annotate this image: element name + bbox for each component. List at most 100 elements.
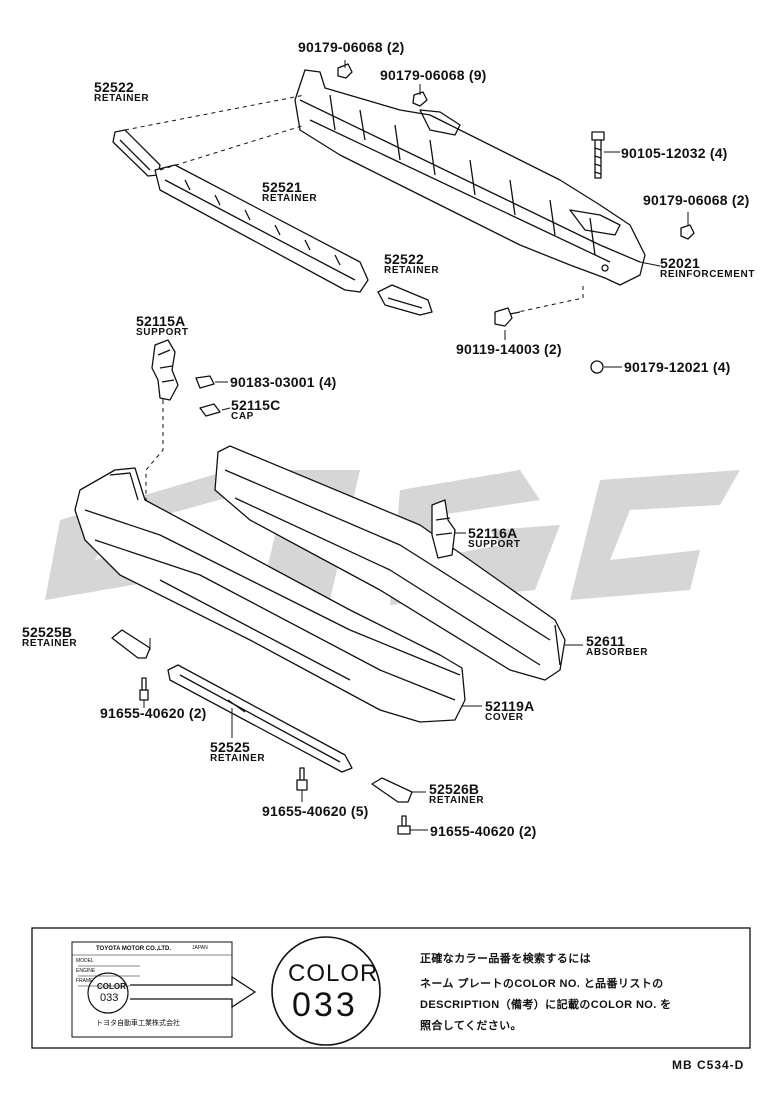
part-label-90183-03001: 90183-03001 (4) (230, 375, 337, 389)
part-number: 52521 (262, 179, 302, 195)
part-qty: (4) (318, 374, 337, 390)
part-qty: (2) (518, 823, 537, 839)
bolt-91655-40620-a-drawing (139, 677, 149, 701)
note-line-1: 正確なカラー品番を検索するには (420, 953, 591, 965)
big-color-value: 033 (292, 986, 358, 1024)
part-label-90179-06068-b: 90179-06068 (9) (380, 68, 487, 82)
clip-90183-03001-drawing (195, 375, 215, 389)
part-name: SUPPORT (136, 327, 189, 338)
bolt-91655-40620-b-drawing (296, 767, 308, 791)
cover-52119a-drawing (74, 467, 466, 723)
color-info-box (31, 927, 751, 1049)
part-label-52522-left: 52522 RETAINER (94, 80, 149, 104)
part-qty: (2) (188, 705, 207, 721)
note-line-4: 照合してください。 (420, 1020, 522, 1032)
part-label-52526b: 52526B RETAINER (429, 782, 484, 806)
plate-maker-jp: トヨタ自動車工業株式会社 (96, 1020, 180, 1027)
part-label-52115c: 52115C CAP (231, 398, 280, 422)
part-number: 90179-06068 (643, 192, 728, 208)
part-number: 52115A (136, 313, 186, 329)
retainer-52521-drawing (154, 164, 369, 293)
part-name: RETAINER (94, 93, 150, 104)
part-number: 90183-03001 (230, 374, 315, 390)
part-label-52525b: 52525B RETAINER (22, 625, 77, 649)
plate-row-engine: ENGINE (76, 968, 96, 974)
retainer-52525-drawing (167, 664, 353, 773)
part-label-52611: 52611 ABSORBER (586, 634, 648, 658)
part-number: 90105-12032 (621, 145, 706, 161)
part-label-90119-14003: 90119-14003 (2) (456, 342, 562, 356)
note-line-2: ネーム プレートのCOLOR NO. と品番リストの (420, 978, 664, 990)
part-label-52115a: 52115A SUPPORT (136, 314, 189, 338)
part-number: 52611 (586, 633, 626, 649)
plate-company: TOYOTA MOTOR CO.,LTD. (96, 946, 171, 952)
part-name: RETAINER (262, 193, 318, 204)
bolt-90119-14003-drawing (494, 307, 521, 327)
retainer-52525b-drawing (111, 629, 151, 659)
part-qty: (2) (731, 192, 750, 208)
big-color-label: COLOR (288, 960, 379, 987)
nut-90179-06068-a-drawing (337, 63, 353, 79)
part-name: RETAINER (429, 795, 485, 806)
retainer-52522-right-drawing (377, 284, 433, 316)
part-number: 90119-14003 (456, 341, 540, 357)
absorber-52611-drawing (214, 445, 566, 681)
support-52116a-drawing (431, 499, 456, 559)
part-number: 52526B (429, 781, 480, 797)
part-number: 91655-40620 (100, 705, 185, 721)
note-line-3: DESCRIPTION（備考）に記載のCOLOR NO. を (420, 999, 672, 1011)
part-number: 91655-40620 (430, 823, 515, 839)
part-label-52116a: 52116A SUPPORT (468, 526, 521, 550)
part-qty: (4) (709, 145, 728, 161)
part-label-91655-40620-b: 91655-40620 (5) (262, 804, 369, 818)
part-number: 52522 (94, 79, 134, 95)
nut-90179-06068-c-drawing (680, 224, 695, 240)
part-name: COVER (485, 712, 524, 723)
support-52115a-drawing (151, 339, 179, 401)
part-qty: (5) (350, 803, 369, 819)
part-name: RETAINER (384, 265, 440, 276)
part-number: 52119A (485, 698, 535, 714)
part-label-91655-40620-c: 91655-40620 (2) (430, 824, 537, 838)
part-number: 90179-12021 (624, 359, 709, 375)
bolt-90105-12032-drawing (591, 131, 605, 179)
cap-52115c-drawing (199, 403, 221, 417)
part-label-90179-06068-c: 90179-06068 (2) (643, 193, 750, 207)
plate-country: JAPAN (192, 945, 208, 951)
part-number: 52116A (468, 525, 518, 541)
part-label-52525: 52525 RETAINER (210, 740, 265, 764)
part-qty: (2) (386, 39, 405, 55)
part-label-90105-12032: 90105-12032 (4) (621, 146, 728, 160)
part-qty: (2) (544, 341, 562, 357)
part-number: 52522 (384, 251, 424, 267)
part-number: 52525B (22, 624, 73, 640)
part-label-91655-40620-a: 91655-40620 (2) (100, 706, 207, 720)
part-name: SUPPORT (468, 539, 521, 550)
part-qty: (4) (712, 359, 731, 375)
retainer-52522-left-drawing (112, 129, 161, 177)
part-label-90179-06068-a: 90179-06068 (2) (298, 40, 405, 54)
plate-row-model: MODEL (76, 958, 94, 964)
nut-90179-12021-drawing (590, 360, 604, 374)
part-number: 52525 (210, 739, 250, 755)
part-label-52021: 52021 REINFORCEMENT (660, 256, 755, 280)
part-number: 91655-40620 (262, 803, 347, 819)
part-number: 90179-06068 (298, 39, 383, 55)
part-label-52521: 52521 RETAINER (262, 180, 317, 204)
part-number: 52021 (660, 255, 700, 271)
part-name: CAP (231, 411, 254, 422)
part-name: RETAINER (22, 638, 78, 649)
part-label-52522-right: 52522 RETAINER (384, 252, 439, 276)
reinforcement-drawing (294, 69, 646, 286)
part-label-52119a: 52119A COVER (485, 699, 534, 723)
part-qty: (9) (468, 67, 487, 83)
part-name: RETAINER (210, 753, 266, 764)
part-number: 90179-06068 (380, 67, 465, 83)
plate-color-label: COLOR (97, 982, 126, 991)
part-label-90179-12021: 90179-12021 (4) (624, 360, 731, 374)
part-number: 52115C (231, 397, 281, 413)
plate-color-value: 033 (100, 992, 119, 1004)
diagram-code: MB C534-D (672, 1058, 745, 1072)
retainer-52526b-drawing (371, 777, 413, 803)
